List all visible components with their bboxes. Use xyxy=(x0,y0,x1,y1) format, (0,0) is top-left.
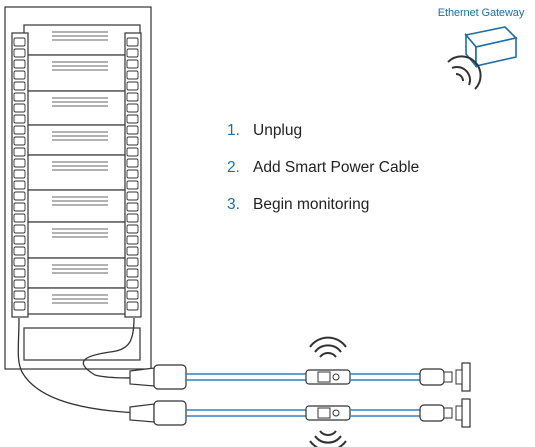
step-3: 3. Begin monitoring xyxy=(227,196,369,214)
pdu-outlet xyxy=(126,235,139,245)
smart-cable-bottom xyxy=(129,398,471,428)
pdu-outlet xyxy=(126,213,139,223)
step-2: 2. Add Smart Power Cable xyxy=(227,159,419,177)
rack-server-unit xyxy=(23,154,141,191)
cord-right xyxy=(82,317,141,379)
pdu-outlet xyxy=(126,169,139,179)
cable-plug-bottom xyxy=(153,400,187,426)
step-2-text: Add Smart Power Cable xyxy=(253,159,420,176)
pdu-outlet xyxy=(126,290,139,300)
pdu-outlet xyxy=(126,70,139,80)
pdu-outlet xyxy=(13,180,26,190)
pdu-outlet xyxy=(13,48,26,58)
rack-server-unit xyxy=(23,221,141,259)
pdu-outlet xyxy=(13,235,26,245)
pdu-outlet xyxy=(126,257,139,267)
server-rack xyxy=(4,6,152,370)
wireless-signal-icon xyxy=(447,55,482,90)
pdu-outlet xyxy=(13,191,26,201)
pdu-outlet xyxy=(126,279,139,289)
pdu-outlet xyxy=(13,246,26,256)
cable-plug-top xyxy=(153,364,187,390)
wall-socket-bottom xyxy=(461,398,471,428)
cord-left xyxy=(17,317,141,414)
step-1-number: 1. xyxy=(227,122,240,139)
pdu-outlet xyxy=(13,301,26,311)
pdu-outlet xyxy=(13,125,26,135)
cable-connector-bottom xyxy=(419,404,445,422)
pdu-outlet xyxy=(126,92,139,102)
pdu-outlet xyxy=(13,136,26,146)
pdu-outlet xyxy=(13,169,26,179)
pdu-outlet xyxy=(13,92,26,102)
pdu-outlet xyxy=(126,301,139,311)
pdu-outlet xyxy=(13,290,26,300)
rack-server-unit xyxy=(23,90,141,126)
step-3-number: 3. xyxy=(227,196,240,213)
pdu-outlet xyxy=(126,114,139,124)
step-2-number: 2. xyxy=(227,159,240,176)
step-1: 1. Unplug xyxy=(227,122,302,140)
wireless-signal-icon xyxy=(309,430,347,447)
pdu-outlet xyxy=(126,202,139,212)
pdu-outlet xyxy=(126,125,139,135)
pdu-outlet xyxy=(13,224,26,234)
smart-cable-top xyxy=(129,362,471,392)
step-1-text: Unplug xyxy=(253,122,303,139)
pdu-outlet xyxy=(13,81,26,91)
pdu-outlet xyxy=(13,213,26,223)
pdu-cords xyxy=(17,317,141,414)
rack-server-unit xyxy=(23,54,141,92)
pdu-outlet xyxy=(126,191,139,201)
pdu-outlet xyxy=(126,59,139,69)
cable-connector-top xyxy=(419,368,445,386)
pdu-outlet xyxy=(126,48,139,58)
pdu-outlet xyxy=(13,70,26,80)
pdu-outlet xyxy=(13,257,26,267)
pdu-outlet xyxy=(13,37,26,47)
ethernet-gateway-label: Ethernet Gateway xyxy=(437,7,525,19)
pdu-outlet xyxy=(13,158,26,168)
pdu-outlet xyxy=(126,37,139,47)
pdu-outlet xyxy=(126,246,139,256)
pdu-outlet xyxy=(13,268,26,278)
ethernet-gateway-icon xyxy=(464,26,518,69)
pdu-outlet xyxy=(126,81,139,91)
pdu-outlet xyxy=(126,268,139,278)
wall-socket-top xyxy=(461,362,471,392)
pdu-outlet xyxy=(126,180,139,190)
rack-server-unit xyxy=(23,189,141,223)
pdu-outlet xyxy=(13,103,26,113)
step-3-text: Begin monitoring xyxy=(253,196,370,213)
pdu-outlet xyxy=(13,59,26,69)
pdu-outlet xyxy=(126,136,139,146)
pdu-outlet xyxy=(13,114,26,124)
rack-base xyxy=(23,327,141,361)
rack-server-unit xyxy=(23,287,141,315)
pdu-outlet xyxy=(126,224,139,234)
pdu-outlet xyxy=(13,147,26,157)
pdu-outlet xyxy=(126,103,139,113)
wireless-signal-icon xyxy=(309,336,347,358)
pdu-outlet xyxy=(126,147,139,157)
pdu-outlet xyxy=(13,202,26,212)
pdu-outlet xyxy=(126,158,139,168)
pdu-outlet xyxy=(13,279,26,289)
